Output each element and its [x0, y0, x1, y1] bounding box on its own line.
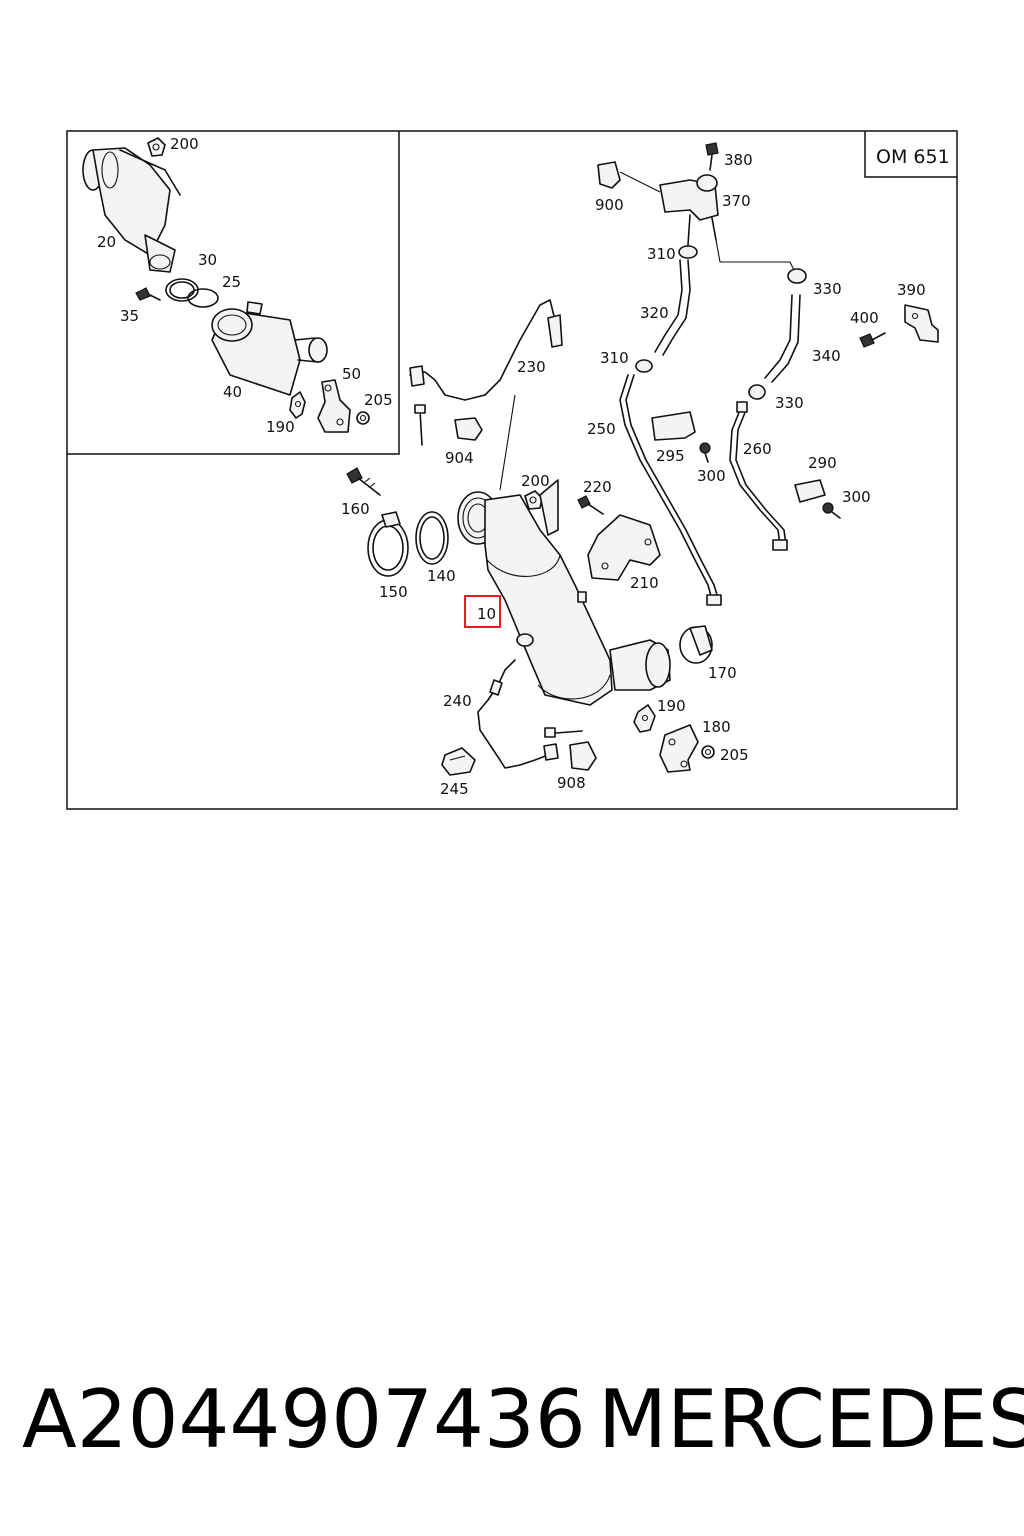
label-245: 245	[440, 780, 469, 798]
label-310-top: 310	[647, 245, 676, 263]
label-320: 320	[640, 304, 669, 322]
sensor-230	[409, 299, 563, 491]
label-35: 35	[120, 307, 139, 325]
label-310-mid: 310	[600, 349, 629, 367]
temperature-sensor-240	[477, 659, 559, 769]
bracket-180	[659, 724, 699, 773]
gasket-140	[415, 511, 449, 565]
inset-nut-200	[147, 137, 166, 157]
label-40: 40	[223, 383, 242, 401]
label-205-main: 205	[720, 746, 749, 764]
engine-code: OM 651	[876, 146, 950, 168]
connector-900	[597, 161, 661, 193]
label-160: 160	[341, 500, 370, 518]
label-150: 150	[379, 583, 408, 601]
label-340: 340	[812, 347, 841, 365]
label-260: 260	[743, 440, 772, 458]
label-50: 50	[342, 365, 361, 383]
highlight-box-10	[464, 595, 501, 628]
bracket-190	[633, 704, 656, 733]
connector-904	[414, 404, 483, 446]
label-295: 295	[656, 447, 685, 465]
label-400: 400	[850, 309, 879, 327]
pipe-260	[729, 401, 788, 551]
engine-code-box	[864, 131, 957, 178]
nut-205	[701, 745, 715, 759]
clamp-330-mid	[748, 384, 766, 400]
label-300-b: 300	[842, 488, 871, 506]
label-190-main: 190	[657, 697, 686, 715]
bracket-290	[794, 479, 826, 503]
label-250: 250	[587, 420, 616, 438]
label-330-top: 330	[813, 280, 842, 298]
inset-bracket-190	[289, 391, 306, 419]
label-25: 25	[222, 273, 241, 291]
label-370: 370	[722, 192, 751, 210]
label-205-inset: 205	[364, 391, 393, 409]
clamp-310-mid	[635, 359, 653, 373]
label-380: 380	[724, 151, 753, 169]
bolt-400	[859, 332, 886, 348]
inset-bracket-50	[317, 379, 351, 433]
label-290: 290	[808, 454, 837, 472]
label-140: 140	[427, 567, 456, 585]
bolt-220	[577, 495, 604, 515]
inset-catalyst-assembly-20	[82, 147, 181, 273]
label-200-main: 200	[521, 472, 550, 490]
label-390: 390	[897, 281, 926, 299]
nut-200	[524, 490, 543, 510]
inset-bolt-35	[135, 287, 161, 301]
label-230: 230	[517, 358, 546, 376]
exploded-parts-diagram: OM 651	[66, 130, 958, 810]
inset-nut-205	[356, 411, 370, 425]
clamp-150	[367, 511, 409, 577]
part-number: A2044907436	[22, 1373, 586, 1466]
hose-340	[764, 294, 801, 383]
label-908: 908	[557, 774, 586, 792]
label-180: 180	[702, 718, 731, 736]
clamp-170	[679, 625, 713, 664]
label-170: 170	[708, 664, 737, 682]
clamp-330-top	[787, 268, 807, 284]
connector-908	[544, 727, 597, 771]
label-904: 904	[445, 449, 474, 467]
bolt-300-b	[822, 502, 841, 519]
label-240: 240	[443, 692, 472, 710]
brand-name: MERCEDES	[598, 1373, 1024, 1466]
bolt-300-a	[699, 442, 711, 463]
label-190-inset: 190	[266, 418, 295, 436]
clamp-310-top	[678, 245, 698, 259]
bolt-160	[346, 467, 381, 496]
label-210: 210	[630, 574, 659, 592]
label-20: 20	[97, 233, 116, 251]
label-300-a: 300	[697, 467, 726, 485]
diesel-particulate-filter-10	[457, 479, 671, 706]
label-10: 10	[477, 605, 496, 623]
clip-245	[441, 747, 476, 776]
inset-gasket-25	[187, 288, 219, 308]
pressure-sensor-370	[659, 174, 796, 273]
bolt-380	[705, 142, 719, 171]
inset-frame	[67, 131, 400, 455]
label-200-inset: 200	[170, 135, 199, 153]
inset-dpf-40	[211, 301, 328, 396]
hose-320	[654, 259, 691, 356]
diagram-frame	[66, 130, 958, 810]
inset-clamp-30	[165, 278, 199, 302]
pipe-250	[619, 374, 722, 606]
label-30: 30	[198, 251, 217, 269]
label-220: 220	[583, 478, 612, 496]
bracket-295	[651, 411, 696, 441]
bracket-390	[904, 304, 939, 343]
label-330-mid: 330	[775, 394, 804, 412]
bracket-210	[587, 514, 661, 581]
label-900: 900	[595, 196, 624, 214]
